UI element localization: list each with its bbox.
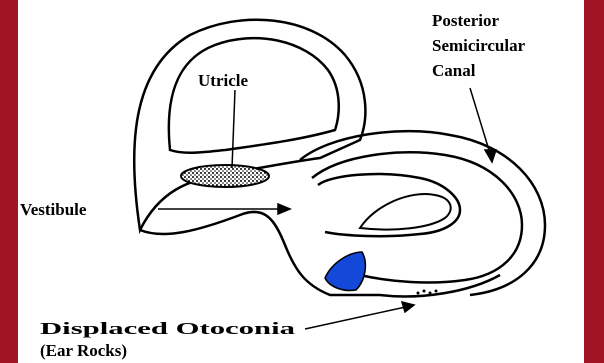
utricle-macula: [181, 165, 269, 187]
label-posterior-line2: Semicircular: [432, 36, 526, 55]
posterior-canal-arrow: [470, 88, 492, 160]
posterior-canal-arrowhead: [485, 150, 496, 162]
label-otoconia-line2: (Ear Rocks): [40, 341, 127, 360]
vestibule-arrowhead: [278, 204, 290, 214]
label-utricle: Utricle: [198, 71, 248, 90]
label-posterior-line1: Posterior: [432, 11, 499, 30]
vestibule-body: [140, 212, 500, 297]
otoconia-arrowhead: [402, 302, 414, 312]
label-posterior-line3: Canal: [432, 61, 476, 80]
posterior-canal-chamber: [318, 174, 460, 236]
utricle-arrow: [232, 90, 235, 168]
displaced-otoconia: [325, 252, 365, 291]
cupula: [360, 194, 451, 229]
label-otoconia-line1: Displaced Otoconia: [40, 319, 296, 338]
upper-canal-inner: [169, 38, 339, 153]
label-vestibule: Vestibule: [20, 200, 87, 219]
otoconia-arrow: [305, 306, 410, 329]
